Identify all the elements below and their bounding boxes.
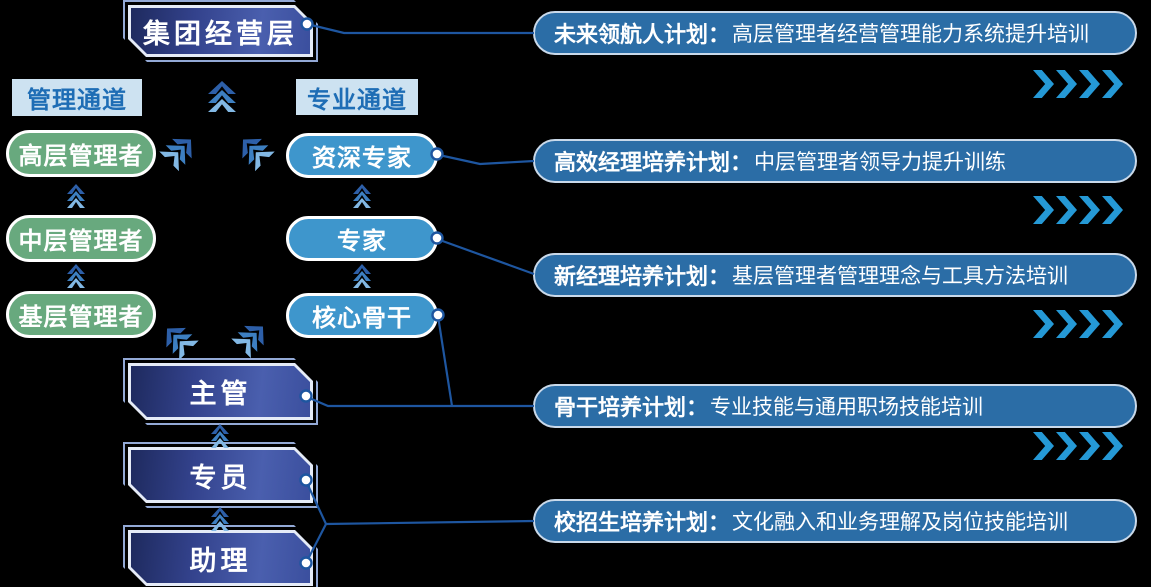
pill-expert: 专家 (286, 216, 438, 261)
program-desc: 基层管理者管理理念与工具方法培训 (732, 265, 1069, 288)
professional-channel-header: 专业通道 (296, 79, 418, 115)
flow-chevrons-icon (1033, 196, 1123, 224)
flow-chevrons-icon (1033, 310, 1123, 338)
box-specialist: 专员 (128, 447, 313, 503)
diagonal-up-right-arrow-icon (159, 130, 201, 172)
box-background (131, 533, 310, 583)
up-arrow-icon (353, 264, 371, 288)
pill-senior-expert: 资深专家 (286, 133, 438, 178)
program-name: 新经理培养计划： (554, 264, 731, 289)
up-arrow-icon (67, 264, 85, 288)
box-frame (123, 358, 318, 425)
box-label: 集团经营层 (143, 18, 298, 49)
program-name: 未来领航人计划： (554, 22, 731, 47)
program-bar-campus-recruit: 校招生培养计划： 文化融入和业务理解及岗位技能培训 (533, 499, 1137, 543)
program-desc: 高层管理者经营管理能力系统提升培训 (732, 23, 1090, 46)
box-background (131, 450, 310, 500)
program-bar-effective-manager: 高效经理培养计划： 中层管理者领导力提升训练 (533, 139, 1137, 183)
pill-core-backbone: 核心骨干 (286, 293, 438, 338)
diagonal-up-left-arrow-icon (157, 319, 199, 361)
up-arrow-icon (353, 184, 371, 208)
box-group-management: 集团经营层 (128, 5, 313, 57)
program-bar-future-navigator: 未来领航人计划： 高层管理者经营管理能力系统提升培训 (533, 11, 1137, 55)
box-supervisor: 主管 (128, 363, 313, 420)
pill-grassroots-managers: 基层管理者 (6, 291, 156, 338)
program-desc: 中层管理者领导力提升训练 (754, 151, 1007, 174)
diagonal-up-right-arrow-icon (231, 317, 273, 359)
up-arrow-icon (211, 424, 229, 448)
up-arrow-icon (208, 81, 236, 112)
box-label: 主管 (189, 379, 252, 409)
program-bar-new-manager: 新经理培养计划： 基层管理者管理理念与工具方法培训 (533, 253, 1137, 297)
program-desc: 文化融入和业务理解及岗位技能培训 (732, 511, 1069, 534)
box-label: 专员 (189, 462, 252, 493)
program-bar-backbone: 骨干培养计划： 专业技能与通用职场技能培训 (533, 384, 1137, 428)
box-background (131, 366, 310, 417)
diagonal-up-left-arrow-icon (233, 130, 275, 172)
management-channel-header: 管理通道 (12, 79, 142, 116)
flow-chevrons-icon (1033, 70, 1123, 98)
up-arrow-icon (67, 184, 85, 208)
box-background (131, 8, 310, 54)
program-name: 高效经理培养计划： (554, 150, 753, 175)
box-assistant: 助理 (128, 530, 313, 586)
flow-chevrons-icon (1033, 432, 1123, 460)
program-name: 骨干培养计划： (554, 395, 709, 420)
program-name: 校招生培养计划： (554, 510, 731, 535)
pill-senior-managers: 高层管理者 (6, 130, 156, 177)
up-arrow-icon (211, 507, 229, 531)
program-desc: 专业技能与通用职场技能培训 (710, 396, 984, 419)
box-frame (123, 442, 318, 508)
pill-middle-managers: 中层管理者 (6, 215, 156, 262)
box-label: 助理 (189, 545, 252, 576)
